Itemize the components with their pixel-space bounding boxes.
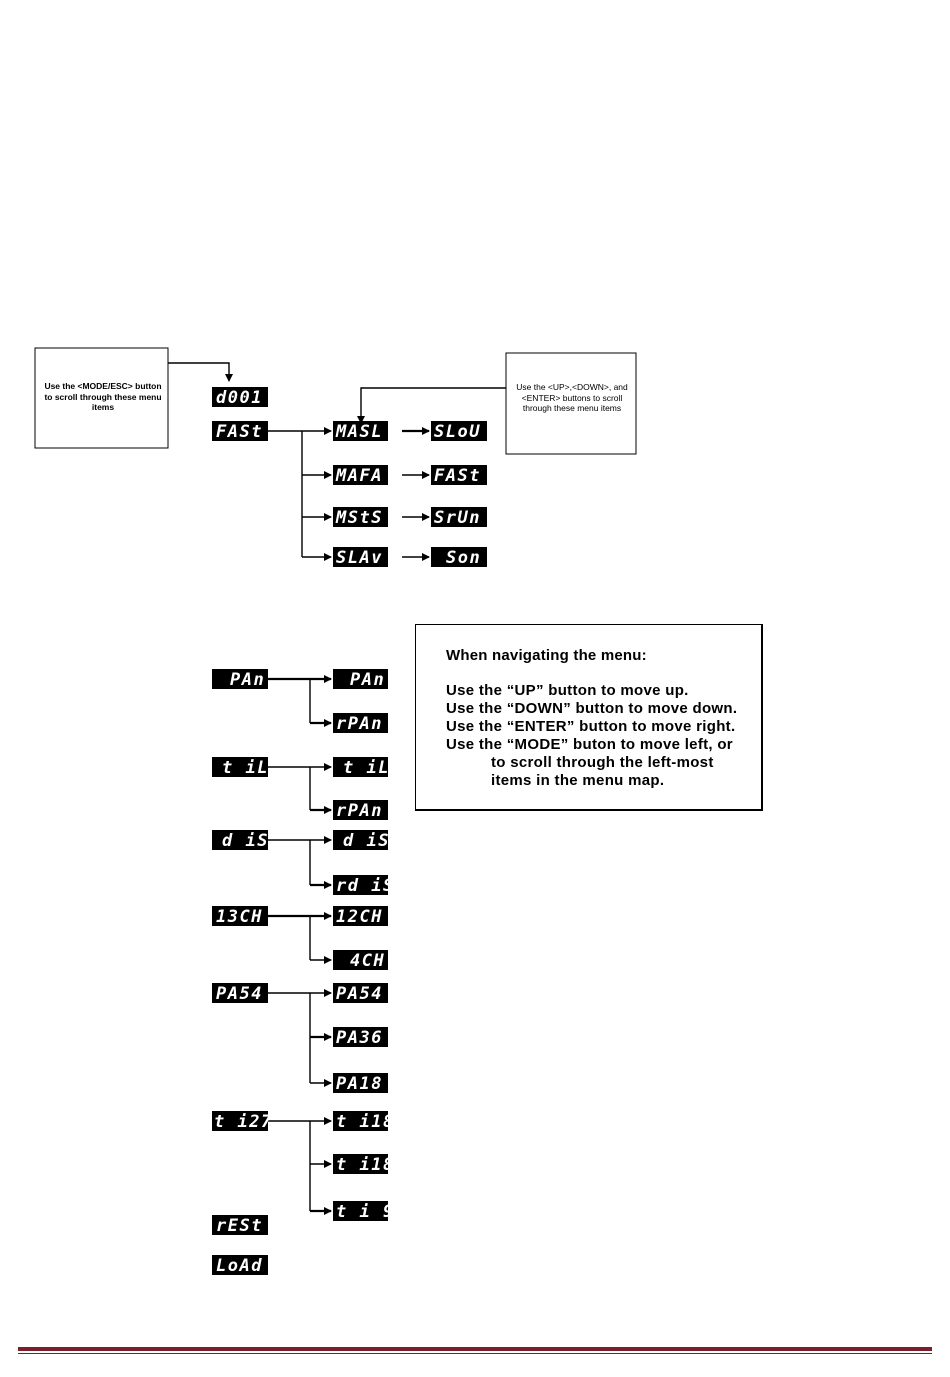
lcd-fast: FASt (212, 421, 268, 442)
lcd-pan-reverse: rPAn (333, 713, 388, 734)
lcd-text: t i18 (336, 1112, 395, 1132)
lcd-channel: 13CH (212, 906, 268, 927)
lcd-load: LoAd (212, 1255, 268, 1276)
lcd-text: Son (446, 548, 481, 568)
lcd-master-slow: MASL (333, 421, 388, 442)
lcd-pan-54: PA54 (333, 983, 388, 1004)
lcd-pan-angle: PA54 (212, 983, 268, 1004)
updown-note-box (505, 352, 637, 455)
navigation-instructions-box: When navigating the menu: Use the “UP” b… (415, 624, 763, 811)
nav-instruction-mode-cont: to scroll through the left-most (491, 754, 714, 771)
lcd-text: SrUn (434, 508, 481, 528)
lcd-fast-text: FASt (216, 422, 263, 442)
lcd-text: t iL (343, 758, 390, 778)
navigation-title: When navigating the menu: (446, 647, 647, 664)
lcd-text: PA54 (216, 984, 263, 1004)
lcd-text: t i 9 (336, 1202, 395, 1222)
lcd-text: d iS (343, 831, 390, 851)
lcd-text: PA18 (336, 1074, 383, 1094)
lcd-value-fast: FASt (431, 465, 487, 486)
mode-note-box (34, 347, 169, 449)
lcd-value-son: Son (431, 547, 487, 568)
nav-instruction-up: Use the “UP” button to move up. (446, 682, 689, 699)
updown-note-text: Use the <UP>,<DOWN>, and <ENTER> buttons… (516, 382, 628, 413)
lcd-text: rESt (216, 1216, 263, 1236)
lcd-channel-12: 12CH (333, 906, 388, 927)
lcd-text: SLAv (336, 548, 383, 568)
lcd-text: PA36 (336, 1028, 383, 1048)
footer-divider-thin (18, 1353, 932, 1354)
lcd-master-sound: MStS (333, 507, 388, 528)
lcd-text: LoAd (216, 1256, 263, 1276)
lcd-text: rd iS (336, 876, 395, 896)
lcd-text: d iS (222, 831, 269, 851)
nav-instruction-enter: Use the “ENTER” button to move right. (446, 718, 736, 735)
lcd-dis: d iS (212, 830, 269, 851)
lcd-text: t i27 (214, 1112, 273, 1132)
lcd-value-run: SrUn (431, 507, 487, 528)
lcd-master-fast: MAFA (333, 465, 388, 486)
lcd-value-slow: SLoU (431, 421, 487, 442)
lcd-pan-36: PA36 (333, 1027, 388, 1048)
lcd-tilt-9: t i 9 (333, 1201, 395, 1222)
lcd-text: 12CH (336, 907, 383, 927)
lcd-text: PAn (350, 670, 385, 690)
lcd-tilt: t iL (212, 757, 269, 778)
lcd-address: d001 (212, 387, 268, 408)
lcd-tilt-normal: t iL (333, 757, 390, 778)
lcd-pan-18: PA18 (333, 1073, 388, 1094)
lcd-dis-normal: d iS (333, 830, 390, 851)
lcd-text: 13CH (216, 907, 263, 927)
lcd-pan-normal: PAn (333, 669, 388, 690)
nav-instruction-mode: Use the “MODE” buton to move left, or (446, 736, 733, 753)
footer-divider (18, 1347, 932, 1351)
lcd-reset: rESt (212, 1215, 268, 1236)
lcd-text: PAn (230, 670, 265, 690)
lcd-dis-reverse: rd iS (333, 875, 395, 896)
lcd-text: t iL (222, 758, 269, 778)
lcd-tilt-angle: t i27 (212, 1111, 273, 1132)
lcd-text: SLoU (434, 422, 481, 442)
updown-note-arrow (357, 387, 506, 424)
lcd-tilt-reverse: rPAn (333, 800, 388, 821)
lcd-text: MASL (335, 422, 383, 442)
lcd-text: t i18 (336, 1155, 395, 1175)
lcd-text: rPAn (336, 714, 383, 734)
lcd-channel-4: 4CH (333, 950, 388, 971)
lcd-tilt-18a: t i18 (333, 1111, 395, 1132)
lcd-slave: SLAv (333, 547, 388, 568)
lcd-text: 4CH (350, 951, 385, 971)
lcd-text: MAFA (335, 466, 383, 486)
nav-instruction-mode-cont2: items in the menu map. (491, 772, 665, 789)
lcd-text: MStS (335, 508, 383, 528)
lcd-address-text: d001 (216, 388, 263, 408)
lcd-text: FASt (434, 466, 481, 486)
nav-instruction-down: Use the “DOWN” button to move down. (446, 700, 738, 717)
mode-note-arrow (168, 362, 233, 382)
lcd-tilt-18b: t i18 (333, 1154, 395, 1175)
mode-note-text: Use the <MODE/ESC> button to scroll thro… (44, 381, 162, 412)
lcd-text: rPAn (336, 801, 383, 821)
lcd-text: PA54 (336, 984, 383, 1004)
lcd-pan: PAn (212, 669, 268, 690)
